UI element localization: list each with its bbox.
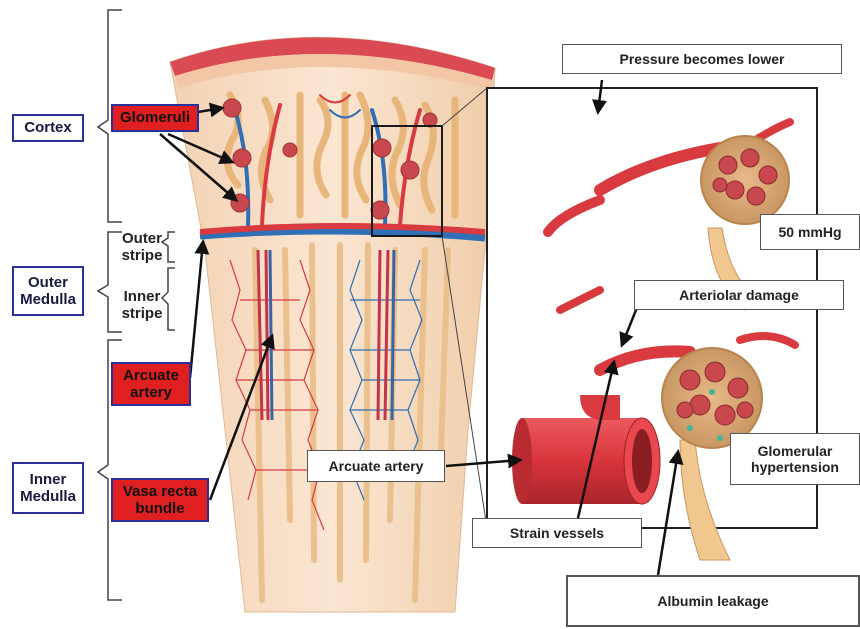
inner-medulla-label-text: Inner Medulla xyxy=(20,471,76,506)
arcuate-artery-red-label: Arcuate artery xyxy=(111,362,191,406)
arcuate-artery-box-label-text: Arcuate artery xyxy=(329,458,424,474)
arcuate-artery-box-label: Arcuate artery xyxy=(307,450,445,482)
kidney-section xyxy=(170,37,495,612)
albumin-leakage-label-text: Albumin leakage xyxy=(657,593,768,609)
glomerular-hypertension-label: Glomerular hypertension xyxy=(730,433,860,485)
outer-stripe-label-text: Outer stripe xyxy=(122,230,163,265)
albumin-leakage-label: Albumin leakage xyxy=(566,575,860,627)
inner-stripe-label-text: Inner stripe xyxy=(122,288,163,323)
outer-medulla-label: Outer Medulla xyxy=(12,266,84,316)
glomeruli-label-text: Glomeruli xyxy=(120,109,190,126)
strain-vessels-label-text: Strain vessels xyxy=(510,525,604,541)
arcuate-artery-red-label-text: Arcuate artery xyxy=(123,367,179,402)
strain-vessels-label: Strain vessels xyxy=(472,518,642,548)
cortex-label: Cortex xyxy=(12,114,84,142)
cortex-label-text: Cortex xyxy=(24,119,72,136)
arteriolar-damage-label: Arteriolar damage xyxy=(634,280,844,310)
pressure-lower-label: Pressure becomes lower xyxy=(562,44,842,74)
arteriolar-damage-label-text: Arteriolar damage xyxy=(679,287,799,303)
glomerular-hypertension-label-text: Glomerular hypertension xyxy=(751,443,839,475)
glomeruli-label: Glomeruli xyxy=(111,104,199,132)
mmhg-label: 50 mmHg xyxy=(760,214,860,250)
outer-medulla-label-text: Outer Medulla xyxy=(20,274,76,309)
vasa-recta-bundle-label: Vasa recta bundle xyxy=(111,478,209,522)
pressure-lower-label-text: Pressure becomes lower xyxy=(620,51,785,67)
inner-stripe-label: Inner stripe xyxy=(112,284,172,326)
vasa-recta-bundle-label-text: Vasa recta bundle xyxy=(123,483,197,518)
inner-medulla-label: Inner Medulla xyxy=(12,462,84,514)
outer-stripe-label: Outer stripe xyxy=(112,226,172,268)
mmhg-label-text: 50 mmHg xyxy=(778,224,841,240)
